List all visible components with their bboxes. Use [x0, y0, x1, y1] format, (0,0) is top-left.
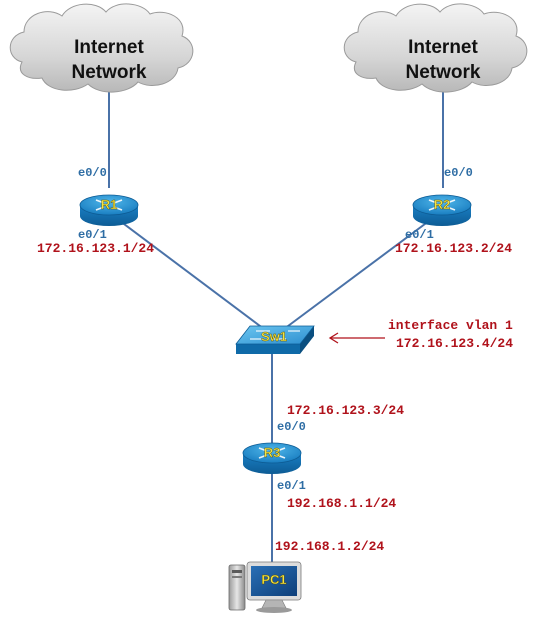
device-label-pc1: PC1	[261, 572, 286, 587]
cloud-label-line2: Network	[72, 62, 147, 83]
router-icon	[242, 442, 302, 474]
interface-label-r2-e00: e0/0	[444, 166, 473, 180]
cloud-icon	[343, 3, 528, 93]
ip-label-r3-e01: 192.168.1.1/24	[287, 496, 396, 511]
ip-label-r3-e00: 172.16.123.3/24	[287, 403, 404, 418]
device-label-r2: R2	[434, 197, 451, 212]
pc-icon	[228, 561, 302, 613]
link-r2-sw1	[279, 214, 438, 333]
cloud-label-line1: Internet	[74, 37, 144, 58]
ip-label-pc1: 192.168.1.2/24	[275, 539, 384, 554]
internet-cloud-left: Internet Network	[9, 3, 194, 93]
device-label-r3: R3	[264, 445, 281, 460]
router-r1[interactable]: R1	[79, 194, 139, 226]
links	[108, 92, 444, 565]
annotation-arrow	[328, 332, 385, 344]
ip-label-r1: 172.16.123.1/24	[37, 241, 154, 256]
link-r1-sw1	[111, 214, 269, 333]
cloud-label-line2: Network	[406, 62, 481, 83]
internet-cloud-right: Internet Network	[343, 3, 528, 93]
interface-label-r3-e00: e0/0	[277, 420, 306, 434]
interface-label-r1-e01: e0/1	[78, 228, 107, 242]
pc-pc1[interactable]: PC1	[228, 561, 302, 613]
switch-icon	[235, 325, 315, 354]
router-icon	[79, 194, 139, 226]
interface-label-r2-e01: e0/1	[405, 228, 434, 242]
interface-label-r1-e00: e0/0	[78, 166, 107, 180]
router-r2[interactable]: R2	[412, 194, 472, 226]
interface-label-r3-e01: e0/1	[277, 479, 306, 493]
router-icon	[412, 194, 472, 226]
cloud-icon	[9, 3, 194, 93]
router-r3[interactable]: R3	[242, 442, 302, 474]
switch-sw1[interactable]: Sw1	[235, 325, 315, 354]
annotation-line2: 172.16.123.4/24	[396, 336, 513, 351]
annotation-line1: interface vlan 1	[388, 318, 513, 333]
cloud-label-line1: Internet	[408, 37, 478, 58]
device-label-sw1: Sw1	[261, 329, 287, 344]
device-label-r1: R1	[101, 197, 118, 212]
ip-label-r2: 172.16.123.2/24	[395, 241, 512, 256]
